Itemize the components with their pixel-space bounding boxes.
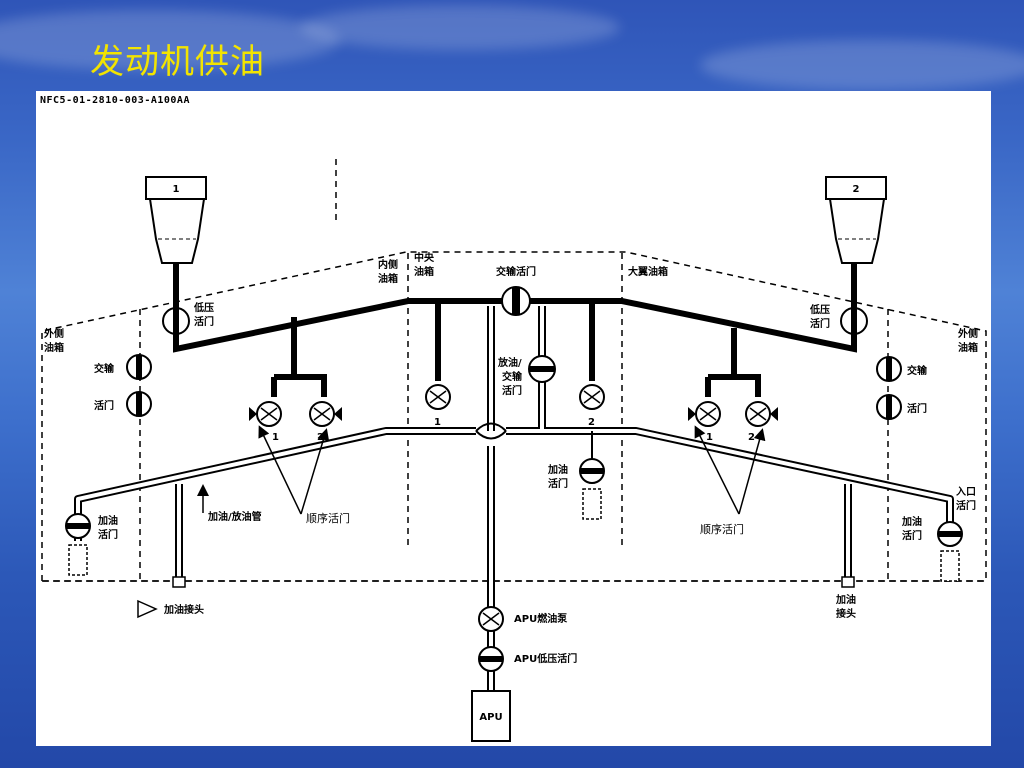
transfer-valve-left-2: [126, 391, 152, 417]
refuel-coupling-right-label-2: 接头: [836, 607, 856, 620]
sky-cloud: [0, 10, 340, 70]
defuel-valve-label-2: 交输: [502, 370, 523, 383]
coupling-flag-icon: [137, 599, 158, 619]
refuel-valve-left: [65, 513, 91, 576]
outer-tank-right-label-2: 油箱: [958, 341, 978, 354]
transfer-valve-right-label: 交输: [907, 364, 928, 377]
transfer-valve-left-1: [126, 354, 152, 380]
refuel-valve-right-label: 加油: [901, 515, 922, 528]
crossfeed-valve-label: 交输活门: [496, 265, 536, 278]
sequence-valve-arrows: [197, 425, 766, 515]
sequence-valve-right-label: 顺序活门: [700, 522, 744, 536]
refuel-valve-right: [937, 521, 963, 582]
diagram-panel: NFC5-01-2810-003-A100AA 1 2: [36, 91, 991, 746]
inner-tank-label: 内侧: [378, 258, 398, 271]
refuel-valve-right-label-2: 活门: [902, 529, 922, 542]
lp-valve-2: [840, 307, 868, 335]
lp-valve-2-label-2: 活门: [810, 317, 830, 330]
wing-tank-label: 大翼油箱: [628, 265, 668, 278]
inlet-valve-label: 入口: [956, 486, 976, 498]
refuel-valve-center: [579, 431, 605, 520]
engine-1-label: 1: [173, 184, 180, 195]
fuel-system-diagram: 1 2: [41, 159, 987, 742]
transfer-valve-left-label-2: 活门: [94, 399, 114, 412]
crossfeed-valve: [501, 286, 531, 316]
refuel-coupling-left: [172, 576, 186, 588]
pump-number: 1: [434, 417, 441, 428]
inlet-valve-label-2: 活门: [956, 499, 976, 512]
defuel-valve: [528, 355, 556, 383]
transfer-valve-left-label: 交输: [94, 362, 115, 375]
pump-number: 2: [748, 432, 755, 443]
outer-tank-left-label: 外侧: [43, 327, 64, 340]
defuel-valve-label-3: 活门: [502, 384, 522, 397]
slide-title: 发动机供油: [90, 42, 265, 82]
apu-pump-label: APU燃油泵: [514, 612, 568, 625]
refuel-coupling-right: [841, 576, 855, 588]
apu-box: [471, 690, 511, 742]
refuel-coupling-right-label: 加油: [835, 593, 856, 606]
refuel-valve-center-label-2: 活门: [548, 477, 568, 490]
engine-2: 2: [825, 176, 887, 264]
engine-2-label: 2: [853, 184, 860, 195]
sequence-valve-left-label: 顺序活门: [306, 511, 350, 525]
transfer-valve-right-2: [876, 394, 902, 420]
outer-tank-right-label: 外侧: [957, 327, 978, 340]
lp-valve-1-label-2: 活门: [194, 315, 214, 328]
pump-number: 2: [588, 417, 595, 428]
center-tank-label-2: 油箱: [414, 265, 434, 278]
document-id: NFC5-01-2810-003-A100AA: [40, 95, 190, 106]
engine-1: 1: [145, 176, 207, 264]
refuel-valve-center-label: 加油: [547, 463, 568, 476]
inner-tank-label-2: 油箱: [378, 272, 398, 285]
refuel-valve-left-label: 加油: [97, 514, 118, 527]
apu-lp-valve-label: APU低压活门: [514, 652, 577, 665]
pump-number: 1: [272, 432, 279, 443]
refuel-coupling-left-label: 加油接头: [163, 603, 204, 616]
refuel-valve-left-label-2: 活门: [98, 528, 118, 541]
sky-cloud: [700, 40, 1024, 90]
pump-icon: [256, 384, 771, 632]
pump-number: 2: [317, 432, 324, 443]
center-tank-label: 中央: [414, 251, 435, 264]
lp-valve-2-label: 低压: [809, 303, 830, 316]
outer-tank-left-label-2: 油箱: [44, 341, 64, 354]
refuel-pipe-label: 加油/放油管: [207, 510, 262, 523]
lp-valve-1-label: 低压: [193, 301, 214, 314]
transfer-valve-right-label-2: 活门: [907, 402, 927, 415]
pump-number: 1: [706, 432, 713, 443]
transfer-valve-right-1: [876, 356, 902, 382]
lp-valve-1: [162, 307, 190, 335]
sky-cloud: [300, 5, 620, 50]
apu-label: APU: [479, 712, 502, 723]
apu-lp-valve: [478, 646, 504, 672]
defuel-valve-label: 放油/: [497, 356, 522, 369]
